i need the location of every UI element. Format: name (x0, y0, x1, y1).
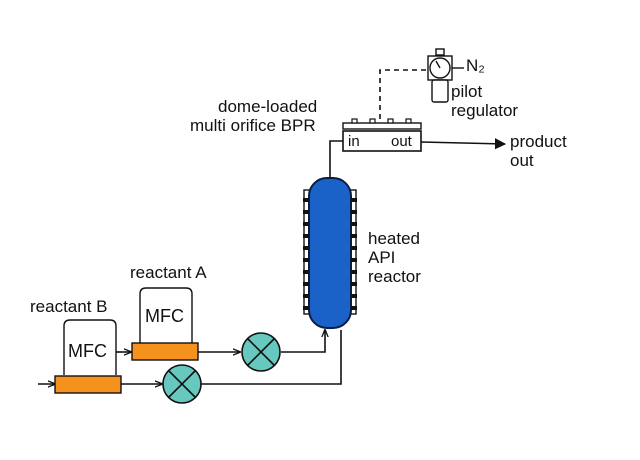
mixer-1 (241, 332, 281, 372)
reactant-a-label: reactant A (130, 263, 207, 282)
bpr-in-label: in (348, 133, 360, 150)
product-label-line2: out (510, 151, 534, 170)
mfc-b (54, 319, 122, 394)
bpr-label-line1: dome-loaded (218, 97, 318, 116)
reactor-label-line2: API (368, 248, 396, 267)
mfc-b-label: MFC (68, 341, 107, 361)
bpr-label-line2: multi orifice BPR (190, 116, 316, 135)
bpr-out-label: out (391, 133, 412, 150)
product-out-line (420, 138, 507, 150)
reactant-b-label: reactant B (30, 297, 108, 316)
api-reactor (303, 177, 357, 329)
mfc-a (131, 287, 199, 361)
mixer-2 (162, 364, 202, 404)
pilot-label-line2: regulator (451, 101, 519, 120)
pilot-dashed-line (379, 69, 426, 122)
pilot-label-line1: pilot (451, 82, 483, 101)
mixer1-to-reactor-line (281, 330, 325, 353)
reactor-to-bpr-line (329, 140, 343, 180)
pilot-regulator (427, 48, 464, 103)
bpr-valve (342, 118, 422, 152)
n2-label: N₂ (466, 56, 485, 75)
heating-jacket-coils (303, 198, 357, 310)
reactor-label-line1: heated (368, 229, 420, 248)
product-label-line1: product (510, 132, 567, 151)
flow-lines (38, 69, 507, 385)
mfc-a-label: MFC (145, 306, 184, 326)
reactor-label-line3: reactor (368, 267, 421, 286)
mixer2-to-reactor-line (201, 330, 342, 385)
